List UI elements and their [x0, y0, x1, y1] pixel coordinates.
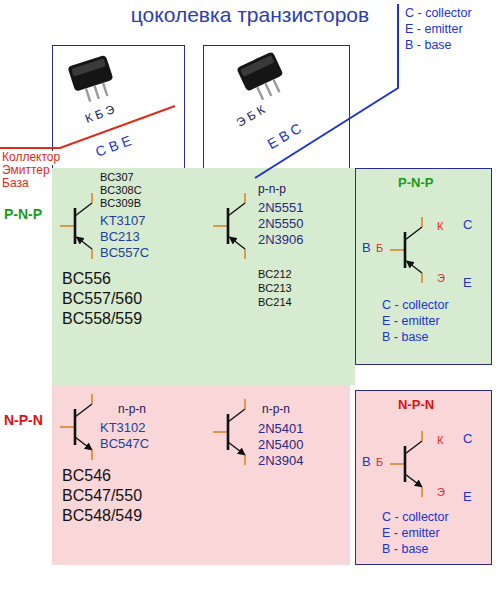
- pin-name: Коллектор: [2, 151, 62, 165]
- part-number: 2N5400: [258, 438, 304, 453]
- pinout-column: BC307BC308CBC309B KT3107BC213BC557C BC556B…: [52, 45, 185, 565]
- band-gap-fill: [185, 168, 203, 385]
- pin-letter: Э: [437, 272, 445, 285]
- npn-band: n-p-nKT3102BC547C BC546BC547/550BC548/549: [52, 385, 185, 565]
- part-number: BC213: [258, 282, 292, 295]
- part-number: BC309B: [100, 197, 141, 210]
- pin-letter: B: [362, 455, 371, 470]
- type-label: p-n-p: [258, 183, 286, 197]
- pin-name: Эмиттер: [2, 164, 52, 178]
- pin-letters: E B C: [264, 120, 304, 152]
- part-number: 2N5550: [258, 217, 304, 232]
- legend-line: E - emitter: [382, 314, 440, 328]
- pin-letter: C: [463, 218, 472, 233]
- part-number: BC547/550: [62, 487, 142, 505]
- legend-line: C - collector: [405, 6, 472, 20]
- legend-line: C - collector: [382, 298, 449, 312]
- type-heading: P-N-P: [398, 176, 433, 191]
- part-number: BC308C: [100, 184, 142, 197]
- type-heading: N-P-N: [398, 398, 434, 413]
- transistor-package: [67, 55, 117, 105]
- type-label: N-P-N: [4, 412, 43, 428]
- legend-line: B - base: [382, 330, 429, 344]
- legend-line: B - base: [382, 542, 429, 556]
- pin-name: База: [2, 177, 31, 191]
- pin-letter: К: [437, 434, 443, 447]
- pnp-symbol: [60, 193, 92, 259]
- pnp-symbol: [390, 217, 422, 283]
- pin-letter: К: [437, 220, 443, 233]
- part-number: 2N3906: [258, 233, 304, 248]
- pin-letter: Э: [437, 486, 445, 499]
- pnp-symbol: [213, 193, 245, 259]
- pnp-band: p-n-p 2N55512N55502N3906BC212BC213BC214: [203, 168, 350, 385]
- pin-letters: C B E: [93, 132, 133, 160]
- npn-legend-box: N-P-N К C BБ Э E C - collector E - emitter B - b…: [355, 390, 492, 565]
- band-gap-fill: [185, 385, 203, 565]
- legend-line: B - base: [405, 38, 452, 52]
- pin-letters: Э Б К: [235, 103, 268, 130]
- part-number: BC546: [62, 467, 111, 485]
- pinout-leader-line: [255, 4, 398, 178]
- band-gap-fill: [350, 168, 355, 385]
- type-label: P-N-P: [4, 206, 42, 222]
- part-number: BC214: [258, 296, 292, 309]
- pin-letter: B: [362, 241, 371, 256]
- part-number: 2N5401: [258, 422, 304, 437]
- part-number: 2N3904: [258, 454, 304, 469]
- part-number: BC547C: [100, 437, 149, 452]
- part-number: 2N5551: [258, 201, 304, 216]
- pin-letter: E: [463, 490, 472, 505]
- pin-letters: К Б Э: [84, 103, 117, 126]
- part-number: KT3107: [100, 214, 146, 229]
- pin-letter: Б: [376, 456, 383, 469]
- npn-band: n-p-n 2N54012N54002N3904: [203, 385, 350, 565]
- pin-letter: C: [463, 432, 472, 447]
- part-number: BC557/560: [62, 290, 142, 308]
- transistor-package: [236, 51, 289, 104]
- part-number: BC558/559: [62, 310, 142, 328]
- pinout-leader-line: [0, 106, 175, 148]
- pnp-legend-box: P-N-P К C BБ Э E C - collector E - emitter B - b…: [355, 168, 492, 365]
- pinout-column: p-n-p 2N55512N55502N3906BC212BC213BC214 n-…: [203, 45, 350, 565]
- part-number: BC557C: [100, 246, 149, 261]
- part-number: BC556: [62, 270, 111, 288]
- npn-symbol: [390, 431, 422, 497]
- npn-symbol: [213, 399, 245, 465]
- legend-line: E - emitter: [382, 526, 440, 540]
- legend-line: C - collector: [382, 510, 449, 524]
- type-label: n-p-n: [262, 403, 290, 417]
- npn-symbol: [60, 394, 92, 460]
- part-number: BC548/549: [62, 507, 142, 525]
- type-label: n-p-n: [118, 403, 146, 417]
- part-number: BC213: [100, 230, 140, 245]
- part-number: BC307: [100, 171, 134, 184]
- part-number: KT3102: [100, 421, 146, 436]
- legend-line: E - emitter: [405, 22, 463, 36]
- pin-letter: Б: [376, 242, 383, 255]
- pnp-band: BC307BC308CBC309B KT3107BC213BC557C BC556B…: [52, 168, 185, 385]
- pin-letter: E: [463, 276, 472, 291]
- part-number: BC212: [258, 268, 292, 281]
